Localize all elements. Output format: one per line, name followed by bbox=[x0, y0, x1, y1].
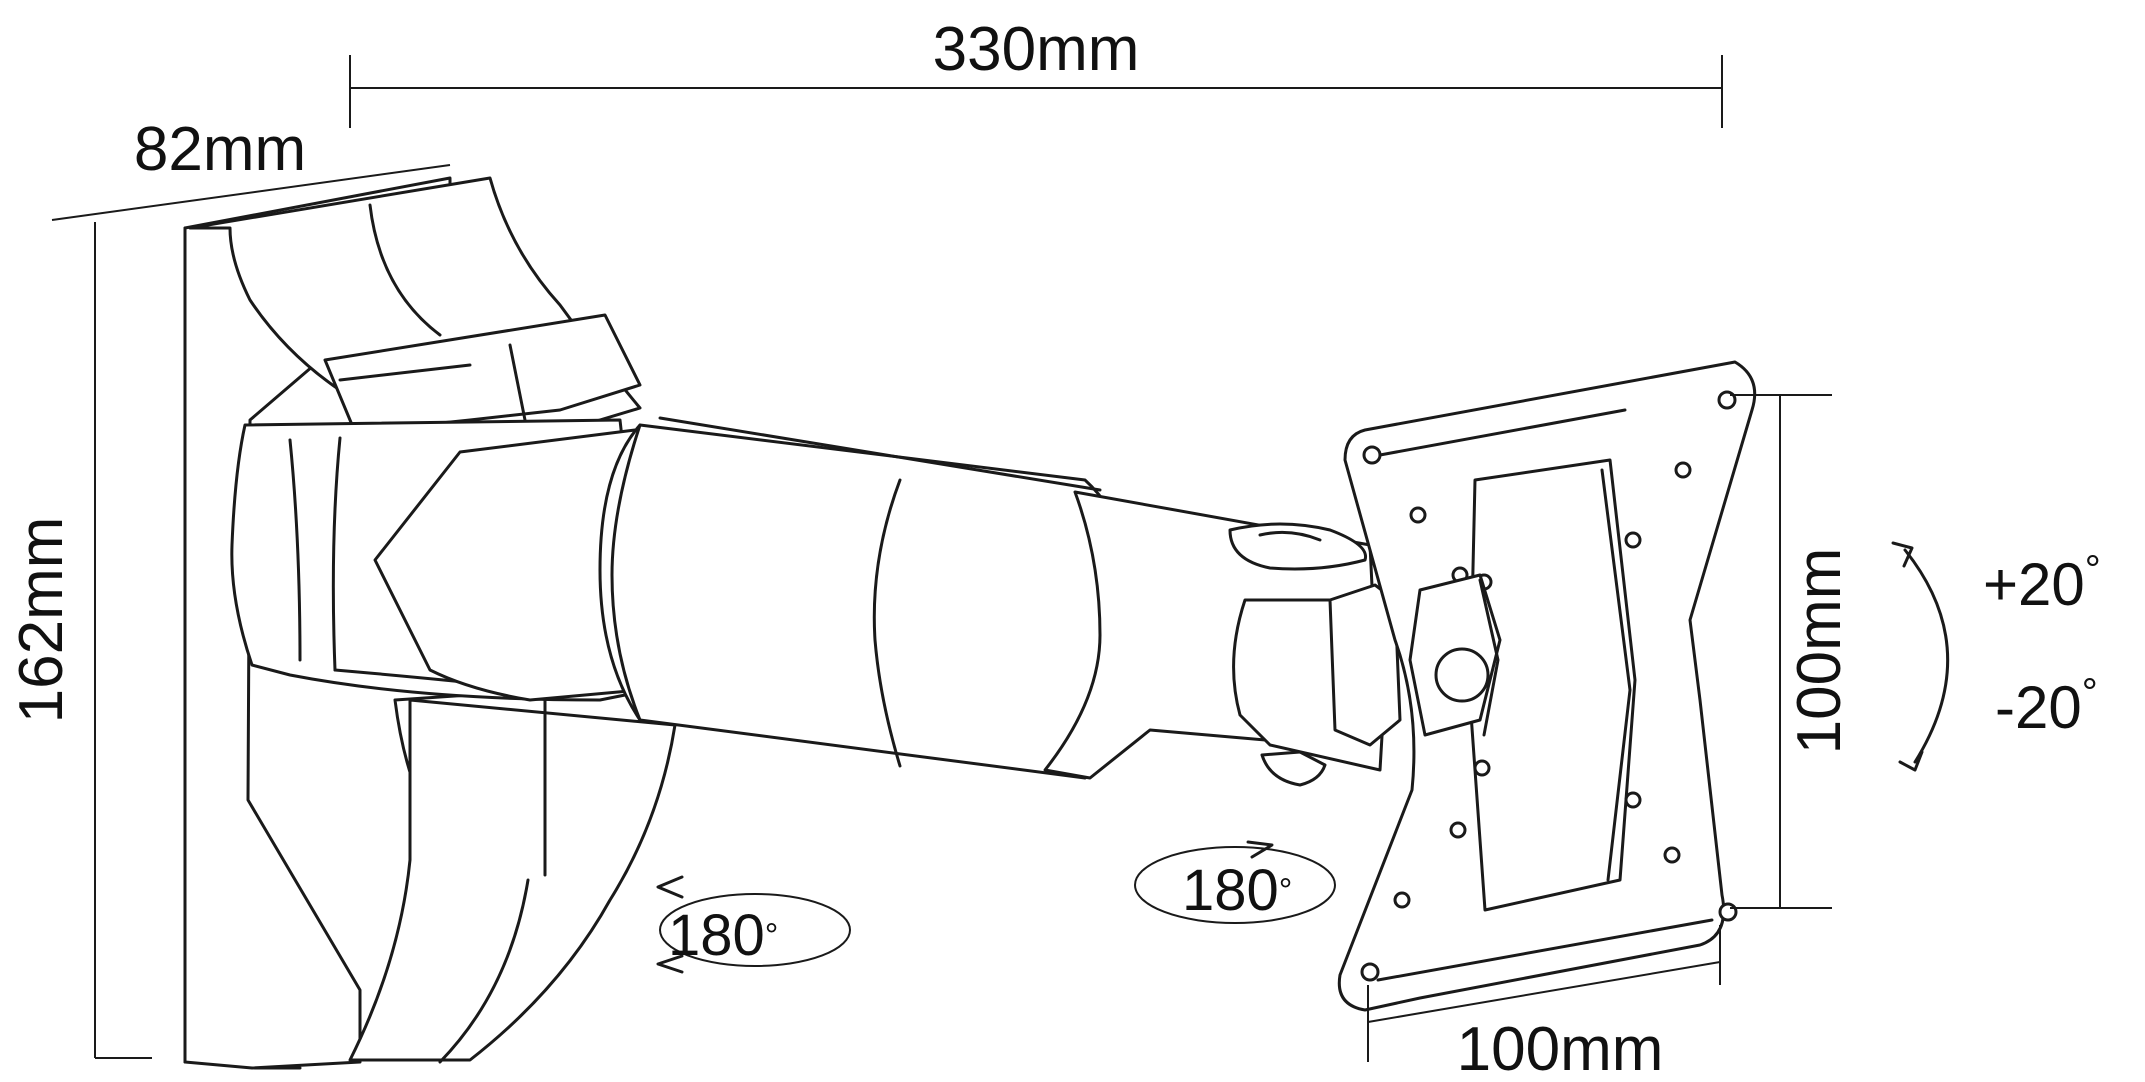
wall-bracket bbox=[188, 176, 642, 442]
tilt-up-degree: ° bbox=[2085, 548, 2101, 592]
head-rotation-degree: ° bbox=[1279, 872, 1293, 910]
depth-label: 82mm bbox=[134, 115, 306, 184]
arm-head-joint bbox=[1043, 490, 1402, 787]
vesa-horizontal-label: 100mm bbox=[1457, 1015, 1664, 1082]
wall-rotation-indicator: 180° bbox=[656, 875, 851, 974]
svg-text:180°: 180° bbox=[668, 903, 778, 968]
dimension-arm-length: 330mm bbox=[349, 15, 1723, 128]
svg-text:180°: 180° bbox=[1182, 858, 1292, 923]
wall-rotation-arrow-top-icon bbox=[656, 875, 684, 899]
wall-rotation-arrow-bottom-icon bbox=[656, 954, 684, 974]
arm-tube bbox=[598, 416, 1142, 780]
wall-rotation-label: 180 bbox=[668, 903, 765, 968]
height-label: 162mm bbox=[7, 517, 76, 724]
tilt-up-label: +20 bbox=[1983, 551, 2085, 618]
tilt-up-arrow-icon bbox=[1891, 541, 1914, 568]
tilt-down-degree: ° bbox=[2082, 671, 2098, 715]
tilt-down-label: -20 bbox=[1995, 674, 2082, 741]
tilt-indicator: +20° -20° bbox=[1891, 541, 2101, 772]
arm-length-label: 330mm bbox=[933, 15, 1140, 84]
dimension-vesa-horizontal: 100mm bbox=[1367, 925, 1721, 1082]
svg-text:+20°: +20° bbox=[1983, 548, 2101, 618]
head-rotation-label: 180 bbox=[1182, 858, 1279, 923]
dimension-vesa-vertical: 100mm bbox=[1730, 394, 1854, 909]
wall-rotation-degree: ° bbox=[765, 917, 779, 955]
tilt-hinge bbox=[1408, 573, 1502, 737]
dimension-depth: 82mm bbox=[51, 115, 451, 221]
head-rotation-arrow-icon bbox=[1246, 840, 1274, 859]
tilt-down-arrow-icon bbox=[1898, 750, 1924, 772]
svg-text:-20°: -20° bbox=[1995, 671, 2098, 741]
vesa-vertical-label: 100mm bbox=[1785, 548, 1854, 755]
wall-hinge bbox=[230, 418, 652, 702]
head-rotation-indicator: 180° bbox=[1134, 840, 1336, 924]
wall-bracket-lower bbox=[348, 688, 677, 1064]
vesa-plate bbox=[1337, 360, 1757, 1012]
dimension-height: 162mm bbox=[7, 222, 152, 1059]
